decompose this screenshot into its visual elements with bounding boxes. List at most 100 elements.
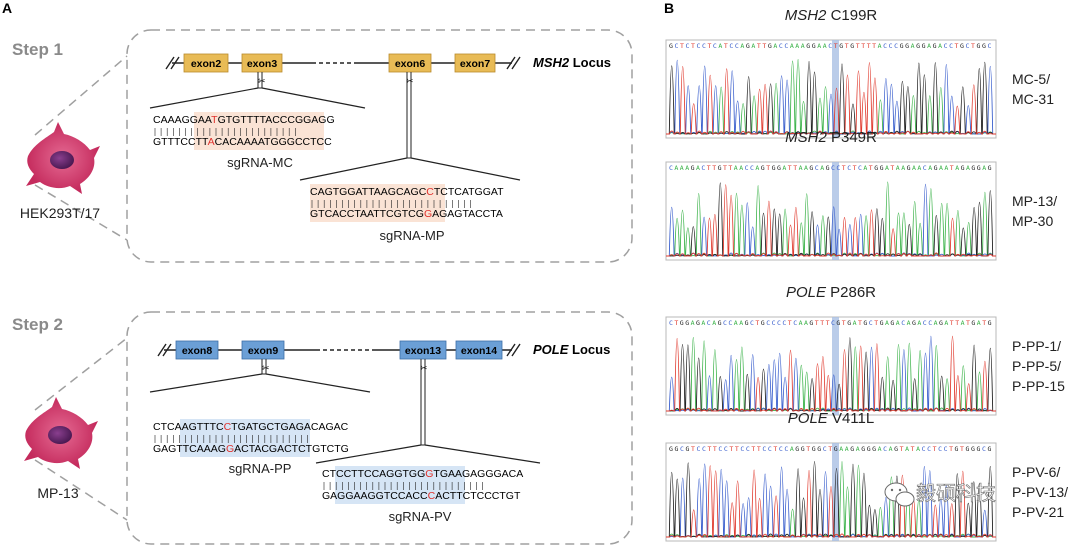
base-call: C [696, 42, 700, 50]
base-call: G [817, 445, 821, 453]
base-call: T [793, 164, 797, 172]
base-call: T [724, 42, 728, 50]
base-call: C [674, 42, 678, 50]
sgrna-pv-basepair-ticks [323, 482, 483, 490]
base-call: A [734, 319, 738, 327]
base-call: C [745, 164, 749, 172]
chromatogram-title: MSH2 P349R [785, 129, 877, 146]
exon6-box [388, 53, 432, 73]
base-call: C [772, 319, 776, 327]
base-call: G [894, 445, 898, 453]
watermark-text: 毅硕科技 [916, 482, 996, 505]
base-call: T [982, 319, 986, 327]
base-call: A [817, 42, 821, 50]
base-call: C [779, 445, 783, 453]
base-call: G [982, 42, 986, 50]
base-call: C [768, 445, 772, 453]
base-call: G [834, 445, 838, 453]
step1-title: Step 1 [12, 40, 63, 59]
exon9-box [241, 340, 285, 360]
base-call: C [988, 42, 992, 50]
chromatogram-frame [665, 316, 997, 416]
base-call: A [691, 319, 695, 327]
base-call: T [861, 42, 865, 50]
base-call: G [890, 319, 894, 327]
base-call: A [680, 164, 684, 172]
base-call: C [923, 164, 927, 172]
base-call: T [712, 164, 716, 172]
base-call: C [883, 42, 887, 50]
base-call: G [691, 164, 695, 172]
base-call: C [746, 445, 750, 453]
zoom-line-right [410, 157, 521, 181]
base-call: T [950, 319, 954, 327]
base-call: G [847, 319, 851, 327]
scissors-icon: ✂ [406, 76, 414, 86]
base-call: A [790, 42, 794, 50]
chromatogram-frame [665, 442, 997, 542]
base-call: T [707, 164, 711, 172]
base-call: C [828, 42, 832, 50]
base-call: G [863, 319, 867, 327]
base-call: C [928, 319, 932, 327]
exon14-label: exon14 [461, 345, 497, 357]
base-call: C [894, 42, 898, 50]
base-call: C [944, 42, 948, 50]
base-call: G [880, 319, 884, 327]
exon7-label: exon7 [460, 58, 491, 70]
sgrna-pv-top: CTCCTTCCAGGTGGGTGAAGAGGGACA [322, 468, 523, 480]
step1-cell-label: HEK293T/17 [20, 205, 100, 221]
base-call: T [900, 445, 904, 453]
base-call: G [933, 42, 937, 50]
base-call: G [839, 42, 843, 50]
base-call: A [896, 164, 900, 172]
base-call: C [702, 445, 706, 453]
base-call: C [831, 164, 835, 172]
base-call: C [883, 445, 887, 453]
cell-icon [24, 397, 98, 469]
clone-label: MC-31 [1012, 91, 1054, 107]
base-call: A [740, 42, 744, 50]
base-call: A [804, 319, 808, 327]
base-call: A [801, 42, 805, 50]
base-call: G [836, 319, 840, 327]
base-call: C [901, 319, 905, 327]
base-call: A [853, 319, 857, 327]
base-call: T [867, 42, 871, 50]
base-call: T [869, 164, 873, 172]
base-call: A [820, 164, 824, 172]
base-call: G [718, 319, 722, 327]
base-call: T [890, 164, 894, 172]
base-call: A [911, 42, 915, 50]
base-call: C [858, 164, 862, 172]
mutation-highlight [832, 317, 839, 415]
sgrna-mp-highlight [310, 184, 445, 222]
base-call: T [691, 445, 695, 453]
clone-label: P-PV-21 [1012, 504, 1064, 520]
base-call: A [799, 319, 803, 327]
base-call: G [955, 445, 959, 453]
base-call: C [927, 445, 931, 453]
base-call: T [729, 445, 733, 453]
base-call: T [966, 319, 970, 327]
base-call: C [982, 445, 986, 453]
sgrna-mc-bottom: GTTTCCTTACACAAAATGGGCCTCC [153, 136, 332, 148]
base-call: A [889, 445, 893, 453]
base-call: A [944, 164, 948, 172]
base-call: G [812, 42, 816, 50]
base-call: C [823, 445, 827, 453]
base-call: T [757, 42, 761, 50]
base-call: G [880, 164, 884, 172]
base-call: C [750, 319, 754, 327]
base-call: C [889, 42, 893, 50]
base-call: C [815, 164, 819, 172]
base-call: A [912, 164, 916, 172]
trace-t [666, 336, 996, 412]
base-call: A [885, 319, 889, 327]
base-call: C [938, 445, 942, 453]
base-call: A [961, 319, 965, 327]
base-call: C [847, 164, 851, 172]
trace-g [666, 61, 996, 135]
base-call: C [784, 42, 788, 50]
